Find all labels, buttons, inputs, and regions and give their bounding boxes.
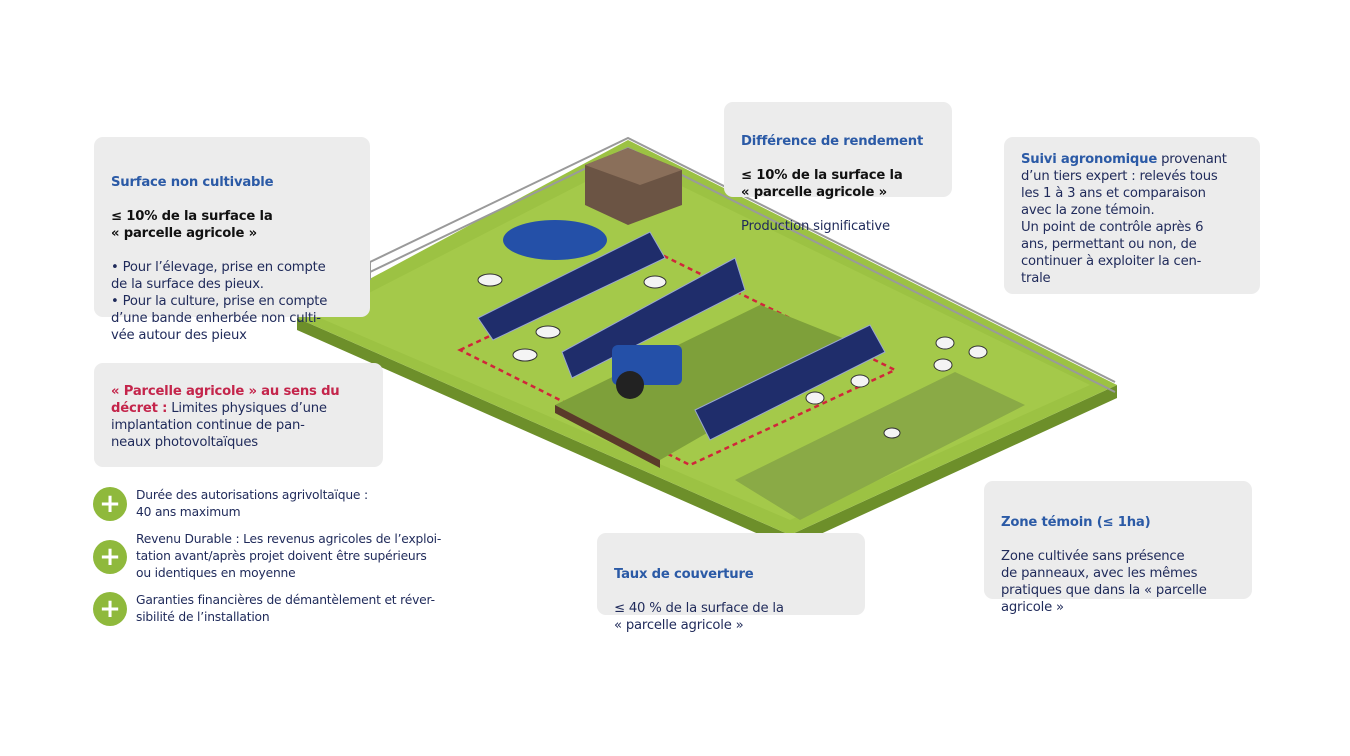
- box-bold: ≤ 10% de la surface la « parcelle agrico…: [741, 168, 903, 200]
- list-item: + Durée des autorisations agrivoltaïque …: [93, 487, 473, 521]
- plus-icon: +: [93, 539, 127, 574]
- box-title: Surface non cultivable: [111, 175, 274, 190]
- box-bold: ≤ 10% de la surface la « parcelle agrico…: [111, 209, 273, 241]
- suivi-agronomique-box: Suivi agronomique provenant d’un tiers e…: [1004, 137, 1260, 294]
- requirements-list: + Durée des autorisations agrivoltaïque …: [93, 487, 473, 636]
- zone-temoin-box: Zone témoin (≤ 1ha) Zone cultivée sans p…: [984, 481, 1252, 615]
- control-zone-crop: [735, 372, 1025, 520]
- box-title: « Parcelle agricole » au sens du décret …: [111, 384, 340, 416]
- box-text: Production significative: [741, 219, 890, 234]
- list-item: + Revenu Durable : Les revenus agricoles…: [93, 531, 473, 582]
- box-text: Limites physiques d’une implantation con…: [111, 401, 327, 450]
- solar-panels: [477, 231, 886, 441]
- box-text: ≤ 40 % de la surface de la « parcelle ag…: [614, 601, 784, 633]
- taux-couverture-box: Taux de couverture ≤ 40 % de la surface …: [597, 533, 865, 633]
- plus-icon: +: [93, 487, 127, 521]
- box-text: • Pour l’élevage, prise en compte de la …: [111, 260, 328, 343]
- list-item: + Garanties financières de démantèlement…: [93, 592, 473, 626]
- list-item-text: Revenu Durable : Les revenus agricoles d…: [136, 532, 442, 580]
- surface-non-cultivable-box: Surface non cultivable ≤ 10% de la surfa…: [94, 137, 370, 343]
- box-title: Zone témoin (≤ 1ha): [1001, 515, 1151, 530]
- box-text: Zone cultivée sans présence de panneaux,…: [1001, 549, 1207, 615]
- plus-icon: +: [93, 592, 127, 626]
- parcelle-agricole-box: « Parcelle agricole » au sens du décret …: [94, 363, 383, 467]
- list-item-text: Durée des autorisations agrivoltaïque : …: [136, 488, 368, 519]
- crop-field: [555, 305, 860, 460]
- box-title: Différence de rendement: [741, 134, 924, 149]
- box-title: Taux de couverture: [614, 567, 754, 582]
- box-text: provenant d’un tiers expert : relevés to…: [1021, 152, 1227, 286]
- animals: [477, 273, 988, 439]
- box-title: Suivi agronomique: [1021, 152, 1158, 167]
- list-item-text: Garanties financières de démantèlement e…: [136, 593, 435, 624]
- field-base-edge: [297, 318, 1117, 548]
- water-tank: [503, 220, 607, 260]
- difference-rendement-box: Différence de rendement ≤ 10% de la surf…: [724, 102, 952, 234]
